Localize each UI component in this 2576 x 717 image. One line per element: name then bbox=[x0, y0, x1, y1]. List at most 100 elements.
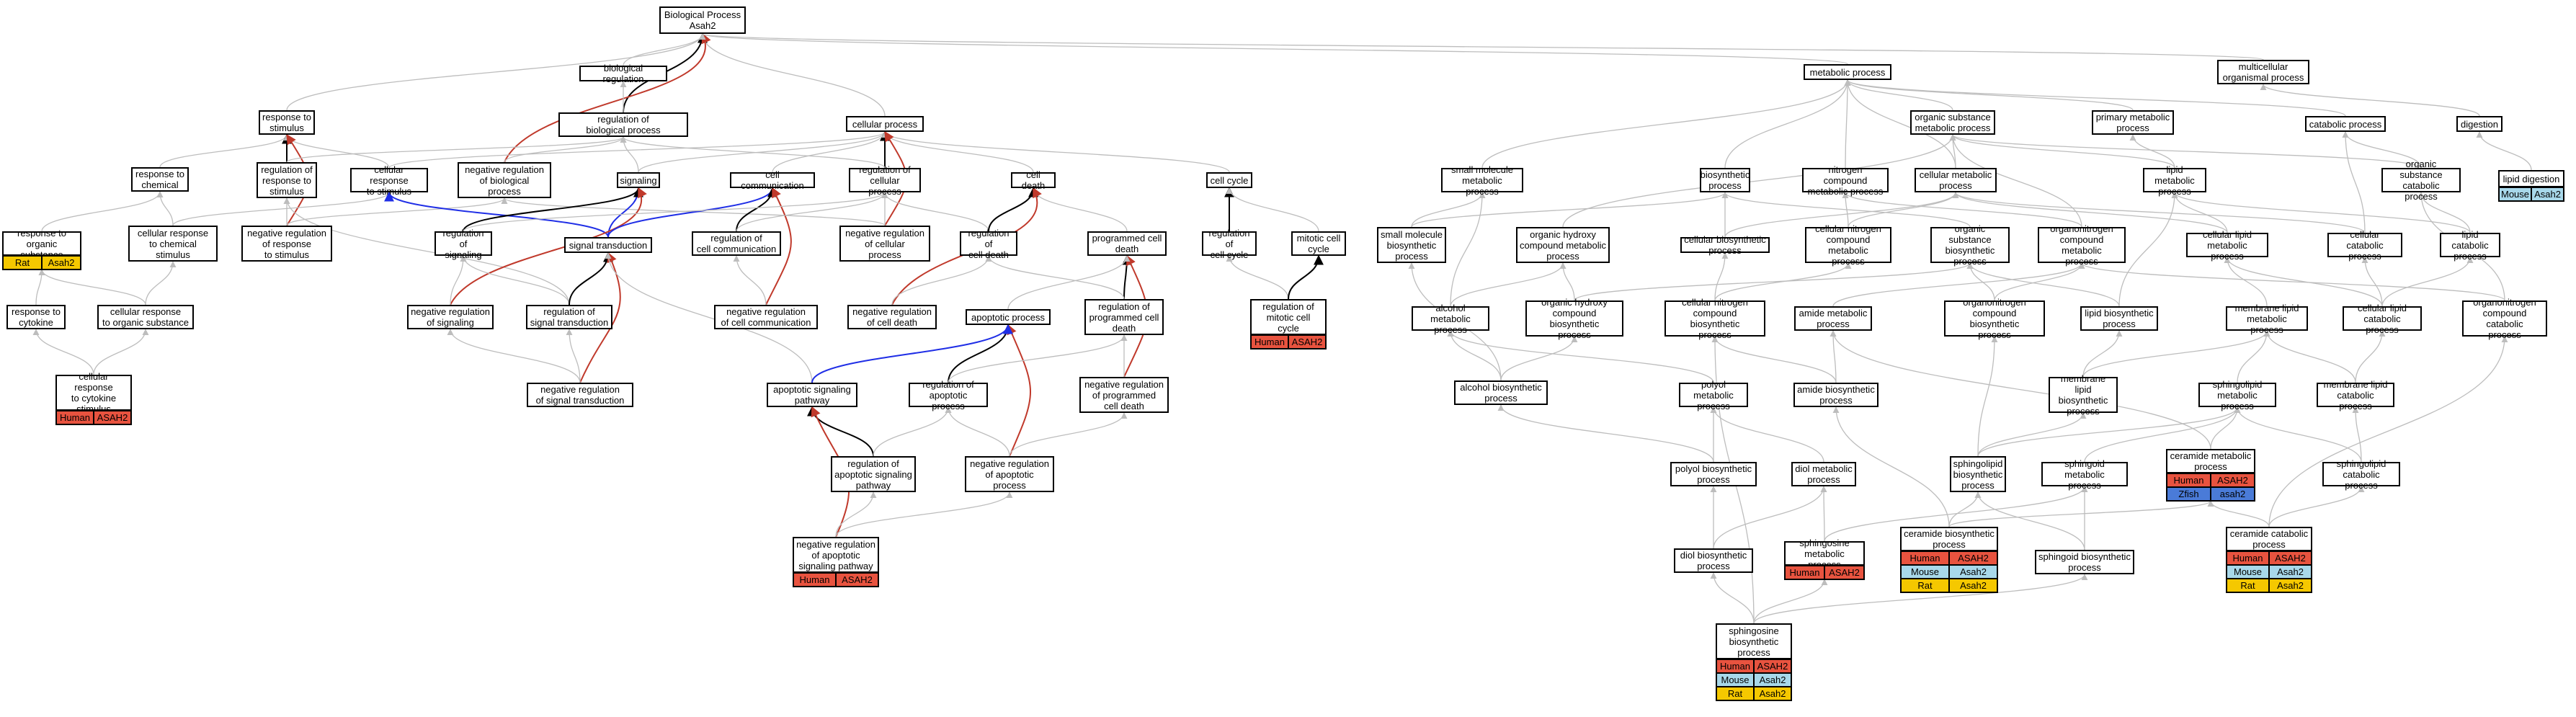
go-term-negregcellproc[interactable]: negative regulation of cellular process bbox=[839, 226, 930, 262]
go-term-cellmetab[interactable]: cellular metabolic process bbox=[1915, 168, 1997, 192]
go-term-diolmetab[interactable]: diol metabolic process bbox=[1791, 462, 1856, 486]
go-term-alcbiosyn[interactable]: alcohol biosynthetic process bbox=[1454, 380, 1548, 405]
species-cell: Human bbox=[1251, 335, 1288, 349]
go-term-cellproc[interactable]: cellular process bbox=[846, 116, 924, 132]
go-term-sigtrans[interactable]: signal transduction bbox=[564, 237, 652, 253]
go-term-orgmetab[interactable]: organic substance metabolic process bbox=[1910, 110, 1995, 135]
go-term-signaling[interactable]: signaling bbox=[617, 172, 660, 188]
go-term-cermetab[interactable]: ceramide metabolic process bbox=[2166, 449, 2255, 473]
go-term-label: negative regulation of apoptotic signali… bbox=[796, 538, 875, 571]
go-term-negregapopsig[interactable]: negative regulation of apoptotic signali… bbox=[793, 537, 879, 573]
go-term-cellbiosyn[interactable]: cellular biosynthetic process bbox=[1680, 234, 1770, 256]
go-term-regcellcomm[interactable]: regulation of cell communication bbox=[692, 231, 781, 256]
go-term-celldeath[interactable]: cell death bbox=[1011, 169, 1056, 191]
go-term-lipmetab[interactable]: lipid metabolic process bbox=[2143, 164, 2206, 197]
go-term-primmetab[interactable]: primary metabolic process bbox=[2092, 110, 2174, 135]
go-term-smmetab[interactable]: small molecule metabolic process bbox=[1441, 164, 1523, 197]
go-term-smbiosyn[interactable]: small molecule biosynthetic process bbox=[1377, 227, 1446, 263]
go-term-pcd[interactable]: programmed cell death bbox=[1087, 231, 1167, 256]
go-term-ccatab[interactable]: cellular catabolic process bbox=[2327, 229, 2402, 262]
go-term-lipcatab[interactable]: lipid catabolic process bbox=[2440, 229, 2500, 262]
go-term-crstim[interactable]: cellular response to stimulus bbox=[350, 164, 428, 197]
go-term-polyolmetab[interactable]: polyol metabolic process bbox=[1679, 379, 1748, 411]
go-term-amidemetab[interactable]: amide metabolic process bbox=[1794, 306, 1872, 331]
go-term-catab[interactable]: catabolic process bbox=[2305, 116, 2386, 132]
go-term-negregsig[interactable]: negative regulation of signaling bbox=[407, 305, 494, 329]
go-term-onbiosyn[interactable]: organonitrogen compound biosynthetic pro… bbox=[1944, 297, 2045, 340]
go-term-cncbiosyn[interactable]: cellular nitrogen compound biosynthetic … bbox=[1664, 297, 1765, 340]
go-term-sphoidmetab[interactable]: sphingoid metabolic process bbox=[2041, 458, 2128, 491]
go-term-ncmetab[interactable]: nitrogen compound metabolic process bbox=[1802, 164, 1889, 197]
go-term-regapopsig[interactable]: regulation of apoptotic signaling pathwa… bbox=[831, 456, 916, 492]
go-term-sphoidbiosyn[interactable]: sphingoid biosynthetic process bbox=[2035, 550, 2134, 574]
go-term-memlipmetab[interactable]: membrane lipid metabolic process bbox=[2226, 303, 2308, 335]
go-term-label: cell death bbox=[1021, 169, 1046, 191]
go-term-cncmetab[interactable]: cellular nitrogen compound metabolic pro… bbox=[1805, 223, 1891, 267]
go-term-orgcatab[interactable]: organic substance catabolic process bbox=[2381, 159, 2461, 202]
go-term-sphosmetab[interactable]: sphingosine metabolic process bbox=[1784, 538, 1865, 570]
go-term-label: amide metabolic process bbox=[1799, 308, 1868, 329]
go-term-biosyn[interactable]: biosynthetic process bbox=[1700, 168, 1750, 192]
go-term-crorg[interactable]: cellular response to organic substance bbox=[97, 305, 194, 329]
go-term-regsig[interactable]: regulation of signaling bbox=[434, 228, 492, 260]
go-term-lipdigest[interactable]: lipid digestion bbox=[2498, 170, 2564, 187]
edge-gray bbox=[945, 406, 1010, 457]
go-term-crcyto[interactable]: cellular response to cytokine stimulus bbox=[55, 371, 132, 414]
go-term-memlipbiosyn[interactable]: membrane lipid biosynthetic process bbox=[2049, 373, 2118, 417]
go-term-negregbp[interactable]: negative regulation of biological proces… bbox=[458, 162, 551, 198]
go-term-rchem[interactable]: response to chemical bbox=[131, 167, 189, 192]
go-term-regsigtrans[interactable]: regulation of signal transduction bbox=[526, 305, 612, 329]
go-term-apopsig[interactable]: apoptotic signaling pathway bbox=[767, 383, 857, 407]
go-term-regcc[interactable]: regulation of cell cycle bbox=[1202, 228, 1257, 260]
go-term-breg[interactable]: biological regulation bbox=[579, 63, 667, 84]
go-term-negregsigtrans[interactable]: negative regulation of signal transducti… bbox=[527, 383, 633, 407]
go-term-sphbiosyn[interactable]: sphingolipid biosynthetic process bbox=[1950, 456, 2006, 492]
go-term-negregpcd[interactable]: negative regulation of programmed cell d… bbox=[1079, 377, 1169, 413]
go-term-ohmetab[interactable]: organic hydroxy compound metabolic proce… bbox=[1516, 227, 1610, 263]
go-term-rcyto[interactable]: response to cytokine bbox=[6, 305, 66, 329]
edge-gray bbox=[1450, 262, 1566, 307]
go-term-cercatab[interactable]: ceramide catabolic process bbox=[2226, 527, 2312, 551]
go-term-diolbiosyn[interactable]: diol biosynthetic process bbox=[1674, 548, 1753, 573]
go-term-memlipcatab[interactable]: membrane lipid catabolic process bbox=[2317, 379, 2394, 411]
go-term-regbp[interactable]: regulation of biological process bbox=[558, 112, 688, 137]
go-term-amidebiosyn[interactable]: amide biosynthetic process bbox=[1793, 383, 1878, 407]
go-term-crchem[interactable]: cellular response to chemical stimulus bbox=[128, 226, 218, 262]
go-term-lipbiosyn[interactable]: lipid biosynthetic process bbox=[2080, 306, 2158, 331]
go-term-mitcc[interactable]: mitotic cell cycle bbox=[1291, 231, 1346, 256]
gene-cell: Asah2 bbox=[1754, 673, 1791, 687]
go-term-metab[interactable]: metabolic process bbox=[1804, 64, 1891, 80]
go-term-digest[interactable]: digestion bbox=[2456, 116, 2503, 132]
go-term-onmetab[interactable]: organonitrogen compound metabolic proces… bbox=[2038, 223, 2126, 267]
go-term-orgbiosyn[interactable]: organic substance biosynthetic process bbox=[1930, 223, 2010, 267]
go-term-regcelldeath[interactable]: regulation of cell death bbox=[960, 228, 1017, 260]
go-term-regrstim[interactable]: regulation of response to stimulus bbox=[257, 162, 317, 198]
go-term-sphcatab[interactable]: sphingolipid catabolic process bbox=[2322, 458, 2400, 491]
species-cell: Human bbox=[1716, 659, 1754, 673]
go-term-rorg[interactable]: response to organic substance bbox=[2, 228, 81, 260]
go-term-oncatab[interactable]: organonitrogen compound catabolic proces… bbox=[2462, 297, 2547, 340]
go-term-negregrstim[interactable]: negative regulation of response to stimu… bbox=[241, 226, 332, 262]
go-term-rstim[interactable]: response to stimulus bbox=[259, 110, 315, 135]
go-term-cellcycle[interactable]: cell cycle bbox=[1206, 172, 1252, 188]
go-term-negregcellcomm[interactable]: negative regulation of cell communicatio… bbox=[714, 305, 818, 329]
go-term-alcmetab[interactable]: alcohol metabolic process bbox=[1412, 303, 1489, 335]
go-term-ohbiosyn[interactable]: organic hydroxy compound biosynthetic pr… bbox=[1525, 297, 1623, 340]
go-term-cellcomm[interactable]: cell communication bbox=[730, 169, 815, 191]
go-term-apop[interactable]: apoptotic process bbox=[966, 309, 1051, 325]
go-term-regmitcc[interactable]: regulation of mitotic cell cycle bbox=[1250, 299, 1327, 335]
go-term-negregcelldeath[interactable]: negative regulation of cell death bbox=[847, 305, 937, 329]
go-term-multi[interactable]: multicellular organismal process bbox=[2217, 60, 2309, 84]
go-term-polyolbiosyn[interactable]: polyol biosynthetic process bbox=[1670, 462, 1757, 486]
go-term-clipmetab[interactable]: cellular lipid metabolic process bbox=[2186, 229, 2268, 262]
go-term-bp[interactable]: Biological Process Asah2 bbox=[659, 6, 746, 34]
edge-gray bbox=[700, 33, 2264, 61]
go-term-cerbiosyn[interactable]: ceramide biosynthetic process bbox=[1900, 527, 1998, 551]
go-term-negregapop[interactable]: negative regulation of apoptotic process bbox=[965, 456, 1054, 492]
go-term-regcellproc[interactable]: regulation of cellular process bbox=[849, 164, 921, 197]
go-term-sphosbiosyn[interactable]: sphingosine biosynthetic process bbox=[1716, 623, 1792, 659]
go-term-clipcatab[interactable]: cellular lipid catabolic process bbox=[2343, 303, 2422, 335]
go-term-regapop[interactable]: regulation of apoptotic process bbox=[909, 379, 988, 411]
go-term-regpcd[interactable]: regulation of programmed cell death bbox=[1084, 299, 1164, 335]
go-term-sphmetab[interactable]: sphingolipid metabolic process bbox=[2198, 379, 2276, 411]
